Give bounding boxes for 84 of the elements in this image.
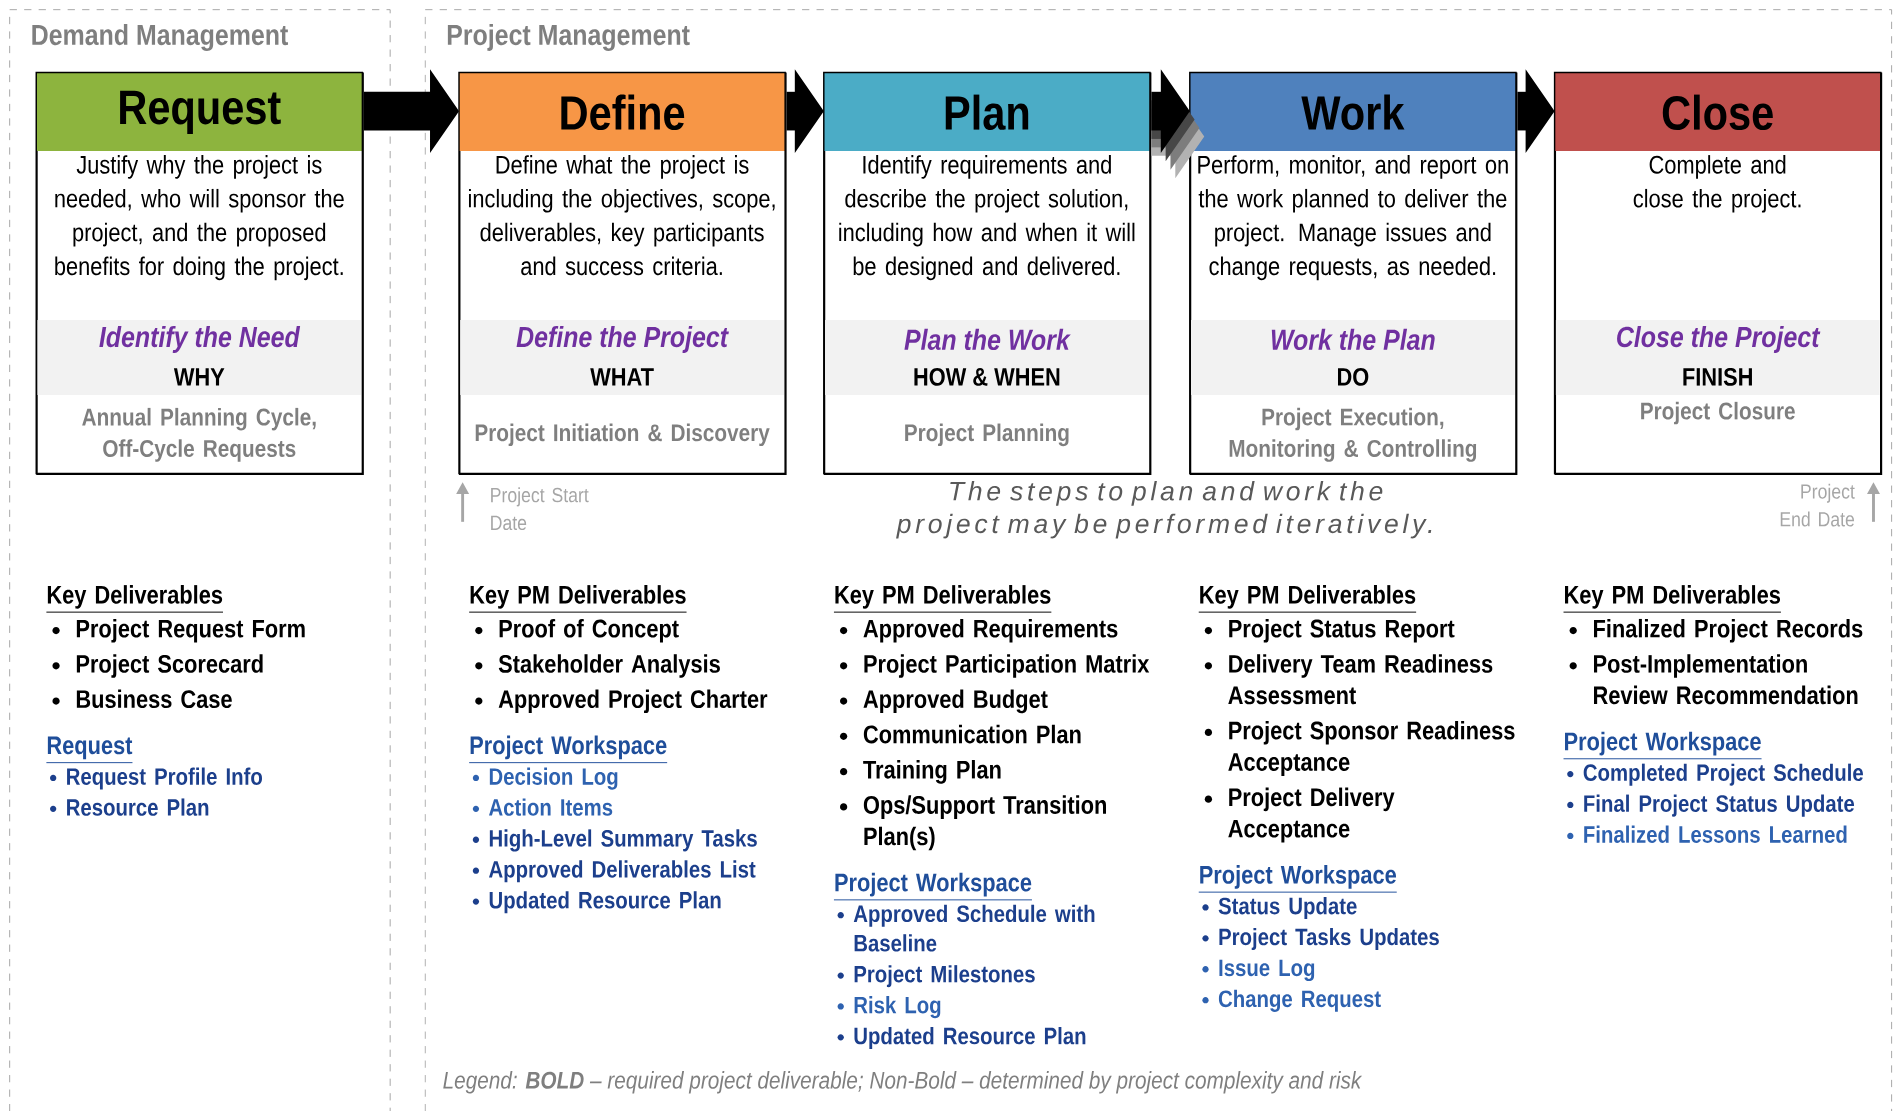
list-heading: Key PM Deliverables bbox=[1198, 585, 1417, 613]
list-item: Approved Budget bbox=[840, 689, 1048, 714]
list-item: Approved Project Charter bbox=[475, 689, 768, 713]
list-item: Delivery Team Readiness Assessment bbox=[1204, 654, 1493, 705]
list-item: Approved Deliverables List bbox=[472, 860, 756, 883]
list-item: Project Tasks Updates bbox=[1202, 927, 1439, 950]
phase-goal: Close the Project bbox=[1617, 325, 1821, 353]
phase-title: Define bbox=[561, 94, 685, 130]
list-item: Business Case bbox=[52, 689, 232, 708]
description: Define what the project is including the objectives, scope, deliverables, key participants and success criteria. bbox=[469, 154, 775, 276]
phase-box bbox=[1189, 71, 1518, 475]
legend-note: Legend: BOLD – required project deliverable; Non-Bold – determined by project complexity and risk bbox=[443, 1070, 1363, 1094]
phase-question: DO bbox=[1338, 367, 1369, 386]
iteration-note: The steps to plan and work the project may be performed iteratively. bbox=[896, 480, 1432, 539]
phase-question: WHAT bbox=[590, 368, 654, 386]
list-item: Ops/Support Transition Plan(s) bbox=[840, 795, 1106, 851]
phase-box bbox=[1553, 71, 1883, 475]
phase-box bbox=[458, 71, 787, 475]
link-heading: Project Workspace bbox=[1563, 731, 1763, 760]
dashed-band bbox=[9, 9, 391, 1111]
list-item: Communication Plan bbox=[840, 724, 1081, 744]
phase-title: Plan bbox=[945, 94, 1029, 130]
phase-goal: Identify the Need bbox=[99, 325, 301, 353]
list-item: Final Project Status Update bbox=[1567, 794, 1855, 817]
list-item: Project Delivery Acceptance bbox=[1204, 787, 1395, 843]
list-item: Project Request Form bbox=[52, 618, 305, 643]
list-item: Post-Implementation Review Recommendation bbox=[1569, 654, 1858, 705]
list-heading: Key PM Deliverables bbox=[833, 585, 1052, 613]
phase-title: Close bbox=[1662, 94, 1773, 130]
process-name: Project Closure bbox=[1641, 401, 1795, 425]
band-title: Project Management bbox=[447, 23, 690, 51]
description: Justify why the project is needed, who will sponsor the project, and the proposed benefits for doing the project. bbox=[55, 154, 344, 281]
list-item: Project Participation Matrix bbox=[840, 654, 1150, 678]
phase-question: WHY bbox=[173, 368, 225, 386]
list-item: Project Status Report bbox=[1204, 618, 1455, 643]
list-item: High-Level Summary Tasks bbox=[472, 829, 757, 852]
list-item: Updated Resource Plan bbox=[472, 891, 721, 914]
list-item: Project Scorecard bbox=[52, 654, 263, 678]
band-title: Demand Management bbox=[32, 23, 288, 51]
phase-title: Work bbox=[1301, 94, 1405, 130]
phase-title: Request bbox=[120, 90, 281, 134]
process-name: Project Execution, Monitoring & Controlling bbox=[1229, 407, 1477, 462]
list-item: Finalized Project Records bbox=[1569, 618, 1863, 643]
link-heading: Project Workspace bbox=[468, 735, 668, 763]
link-heading: Project Workspace bbox=[1198, 865, 1398, 893]
dashed-band bbox=[424, 9, 1893, 1111]
list-item: Approved Schedule with Baseline bbox=[837, 904, 1095, 952]
list-item: Issue Log bbox=[1202, 959, 1315, 981]
list-item: Stakeholder Analysis bbox=[475, 654, 720, 678]
description: Perform, monitor, and report on the work planned to deliver the project. Manage issues and change requests, as needed. bbox=[1198, 154, 1508, 281]
description: Identify requirements and describe the project solution, including how and when it will be designed and delivered. bbox=[839, 154, 1135, 281]
list-item: Status Update bbox=[1202, 896, 1357, 919]
date-marker-label: Project End Date bbox=[1780, 483, 1855, 527]
list-item: Project Milestones bbox=[837, 965, 1035, 988]
list-item: Request Profile Info bbox=[50, 767, 262, 790]
description: Complete and close the project. bbox=[1633, 154, 1801, 213]
list-item: Project Sponsor Readiness Acceptance bbox=[1204, 720, 1515, 776]
list-item: Risk Log bbox=[837, 995, 941, 1019]
list-item: Finalized Lessons Learned bbox=[1567, 825, 1847, 843]
phase-box bbox=[823, 71, 1152, 475]
phase-question: HOW & WHEN bbox=[914, 367, 1060, 386]
phase-box bbox=[35, 71, 364, 475]
list-item: Action Items bbox=[472, 798, 613, 816]
phase-goal: Define the Project bbox=[516, 325, 729, 353]
phase-goal: Plan the Work bbox=[904, 328, 1071, 350]
process-name: Annual Planning Cycle, Off-Cycle Requests bbox=[82, 407, 316, 462]
list-item: Proof of Concept bbox=[475, 618, 679, 643]
list-heading: Key Deliverables bbox=[45, 585, 224, 613]
list-item: Approved Requirements bbox=[840, 618, 1118, 643]
date-marker-label: Project Start Date bbox=[491, 487, 589, 530]
phase-question: FINISH bbox=[1683, 367, 1752, 386]
process-name: Project Initiation & Discovery bbox=[475, 423, 770, 446]
list-item: Training Plan bbox=[840, 759, 1001, 784]
list-heading: Key PM Deliverables bbox=[1563, 585, 1782, 613]
list-item: Updated Resource Plan bbox=[837, 1026, 1086, 1049]
list-heading: Key PM Deliverables bbox=[468, 585, 688, 613]
list-item: Decision Log bbox=[472, 767, 618, 790]
phase-goal: Work the Plan bbox=[1271, 328, 1435, 350]
link-heading: Project Workspace bbox=[833, 872, 1033, 901]
link-heading: Request bbox=[45, 736, 133, 763]
list-item: Completed Project Schedule bbox=[1567, 763, 1863, 786]
process-name: Project Planning bbox=[905, 423, 1069, 447]
list-item: Resource Plan bbox=[50, 798, 209, 816]
list-item: Change Request bbox=[1202, 989, 1381, 1012]
